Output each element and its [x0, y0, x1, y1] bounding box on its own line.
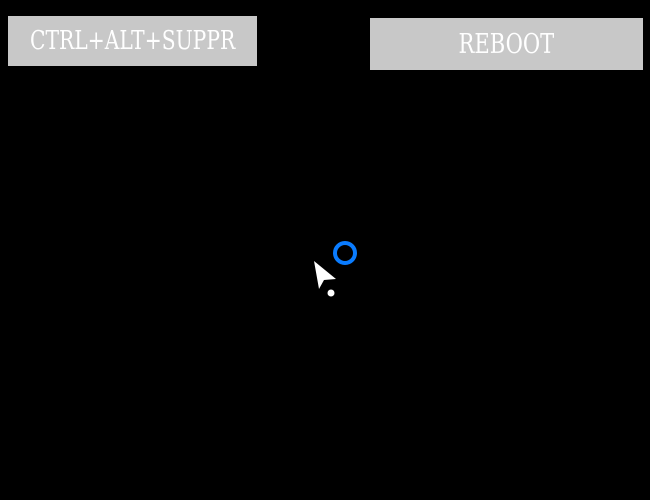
ctrl-alt-suppr-label: CTRL+ALT+SUPPR: [29, 26, 236, 56]
reboot-button[interactable]: REBOOT: [370, 18, 643, 70]
loading-ring-icon: [333, 241, 357, 265]
ctrl-alt-suppr-button[interactable]: CTRL+ALT+SUPPR: [8, 16, 257, 66]
reboot-label: REBOOT: [458, 28, 555, 60]
